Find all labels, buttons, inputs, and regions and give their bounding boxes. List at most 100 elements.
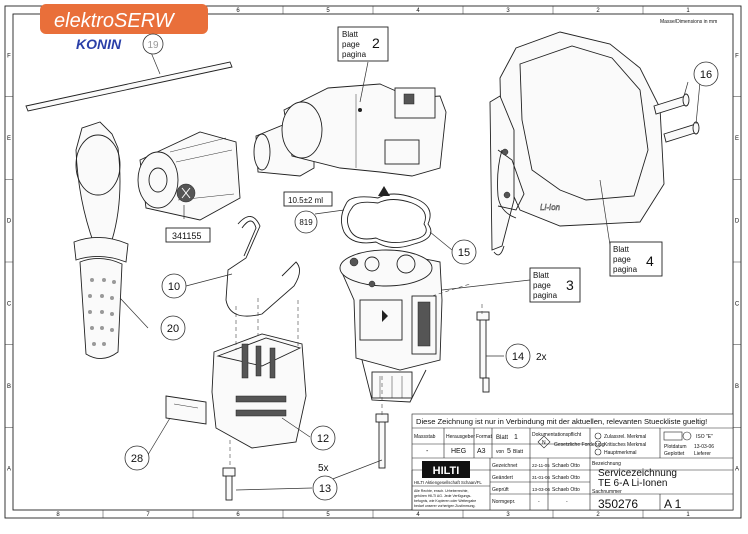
revision-index: A 1	[664, 497, 682, 511]
svg-text:Bezeichnung: Bezeichnung	[592, 461, 621, 467]
svg-text:20: 20	[167, 323, 179, 335]
right-row-label: D	[735, 219, 740, 225]
right-row-label: F	[735, 53, 739, 59]
part-15-seal	[341, 193, 432, 248]
svg-text:befugnis, wie Kopieren oder We: befugnis, wie Kopieren oder Weitergabe	[414, 499, 476, 503]
svg-text:13: 13	[319, 483, 331, 495]
svg-text:page: page	[533, 281, 551, 290]
svg-text:Alle Rechte, ensch. Urheberrec: Alle Rechte, ensch. Urheberrechte,	[414, 489, 468, 493]
svg-text:22-11-05: 22-11-05	[532, 463, 550, 468]
bottom-col-label: 5	[326, 512, 330, 518]
callout-819: 819	[294, 210, 318, 234]
part-12-battery-adapter	[211, 333, 307, 449]
svg-text:Hauptmerkmal: Hauptmerkmal	[604, 450, 637, 456]
svg-text:pagina: pagina	[342, 50, 367, 59]
svg-text:Normgepr.: Normgepr.	[492, 499, 515, 505]
svg-text:Lieferer: Lieferer	[694, 451, 711, 457]
svg-text:16: 16	[700, 69, 712, 81]
watermark-city: KONIN	[76, 36, 122, 52]
svg-text:page: page	[613, 255, 631, 264]
bottom-col-label: 7	[146, 512, 150, 518]
svg-text:-: -	[426, 448, 429, 455]
left-row-label: A	[7, 467, 11, 473]
part-10-wire-clip	[225, 216, 300, 317]
callout-19: 19	[142, 33, 164, 55]
svg-text:Kritisches Merkmal: Kritisches Merkmal	[604, 442, 646, 448]
svg-text:Dokumentationspflicht: Dokumentationspflicht	[532, 432, 582, 438]
svg-text:4: 4	[646, 253, 654, 269]
validity-notice: Diese Zeichnung ist nur in Verbindung mi…	[416, 417, 707, 426]
top-col-label: 4	[416, 8, 420, 14]
top-col-label: 2	[596, 8, 600, 14]
svg-text:19: 19	[147, 40, 159, 51]
drawing-subtitle: TE 6-A Li-Ionen	[598, 478, 667, 489]
right-row-label: E	[735, 136, 739, 142]
housing-shell: Li-Ion	[489, 31, 665, 256]
bottom-col-label: 3	[506, 512, 510, 518]
alignment-lines	[229, 283, 483, 468]
gear-housing-assembly	[253, 83, 447, 196]
leader-lines	[119, 49, 701, 491]
svg-text:-: -	[538, 499, 540, 505]
svg-text:10: 10	[168, 281, 180, 293]
svg-text:12: 12	[317, 433, 329, 445]
units-note: Masse/Dimensions in mm	[660, 19, 717, 25]
svg-text:Format: Format	[476, 434, 492, 440]
top-col-label: 5	[326, 8, 330, 14]
svg-text:Herausgeber: Herausgeber	[446, 434, 475, 440]
svg-text:-: -	[566, 499, 568, 505]
svg-text:Geplottet: Geplottet	[664, 451, 685, 457]
svg-text:Geprüft: Geprüft	[492, 487, 509, 493]
callout-20: 20	[160, 315, 186, 341]
svg-text:Blatt: Blatt	[513, 449, 524, 455]
svg-text:A3: A3	[477, 448, 486, 455]
qty-14: 2x	[536, 352, 547, 363]
left-row-label: F	[7, 53, 11, 59]
svg-text:Schaeb Otto: Schaeb Otto	[552, 487, 580, 493]
svg-text:2: 2	[372, 35, 380, 51]
watermark-badge	[40, 4, 208, 34]
part-341155-chuck	[137, 131, 241, 221]
svg-text:10.5±2 ml: 10.5±2 ml	[288, 196, 323, 205]
bottom-col-label: 6	[236, 512, 240, 518]
motor-housing-assembly	[339, 249, 443, 403]
svg-text:ISO "E": ISO "E"	[696, 434, 713, 440]
svg-text:Zulassrel. Merkmal: Zulassrel. Merkmal	[604, 434, 646, 440]
part-14-screws	[476, 311, 490, 393]
part-number: 350276	[598, 497, 638, 511]
svg-text:N: N	[542, 440, 546, 446]
svg-text:Blatt: Blatt	[496, 435, 508, 441]
hilti-logo: HILTI	[422, 461, 470, 478]
svg-text:bedarf unserer vorherigen Zust: bedarf unserer vorherigen Zustimmung.	[414, 504, 476, 508]
callout-12: 12	[310, 425, 336, 451]
svg-text:5: 5	[507, 448, 511, 455]
callout-15: 15	[451, 239, 477, 265]
callout-13: 13 5x	[312, 463, 338, 501]
right-row-label: B	[735, 384, 739, 390]
qty-13: 5x	[318, 463, 329, 474]
svg-text:Blatt: Blatt	[533, 271, 550, 280]
svg-text:HEG: HEG	[451, 448, 466, 455]
svg-text:3: 3	[566, 277, 574, 293]
right-row-label: C	[735, 301, 740, 307]
bottom-col-label: 8	[56, 512, 60, 518]
right-row-label: A	[735, 467, 739, 473]
title-block: Diese Zeichnung ist nur in Verbindung mi…	[411, 413, 734, 511]
svg-text:Geändert: Geändert	[492, 475, 513, 481]
svg-text:Schaeb Otto: Schaeb Otto	[552, 463, 580, 469]
part-28-label	[165, 395, 207, 425]
top-col-label: 1	[686, 8, 690, 14]
svg-text:page: page	[342, 40, 360, 49]
callout-16: 16	[693, 61, 719, 87]
svg-text:HILTI: HILTI	[433, 465, 460, 477]
svg-text:Gesetzliche Forderung: Gesetzliche Forderung	[554, 442, 605, 448]
svg-text:von: von	[496, 449, 504, 455]
page-ref-3: Blatt page pagina 3	[529, 267, 581, 303]
svg-text:pagina: pagina	[613, 265, 638, 274]
left-row-label: C	[7, 301, 12, 307]
svg-text:pagina: pagina	[533, 291, 558, 300]
svg-text:28: 28	[131, 453, 143, 465]
